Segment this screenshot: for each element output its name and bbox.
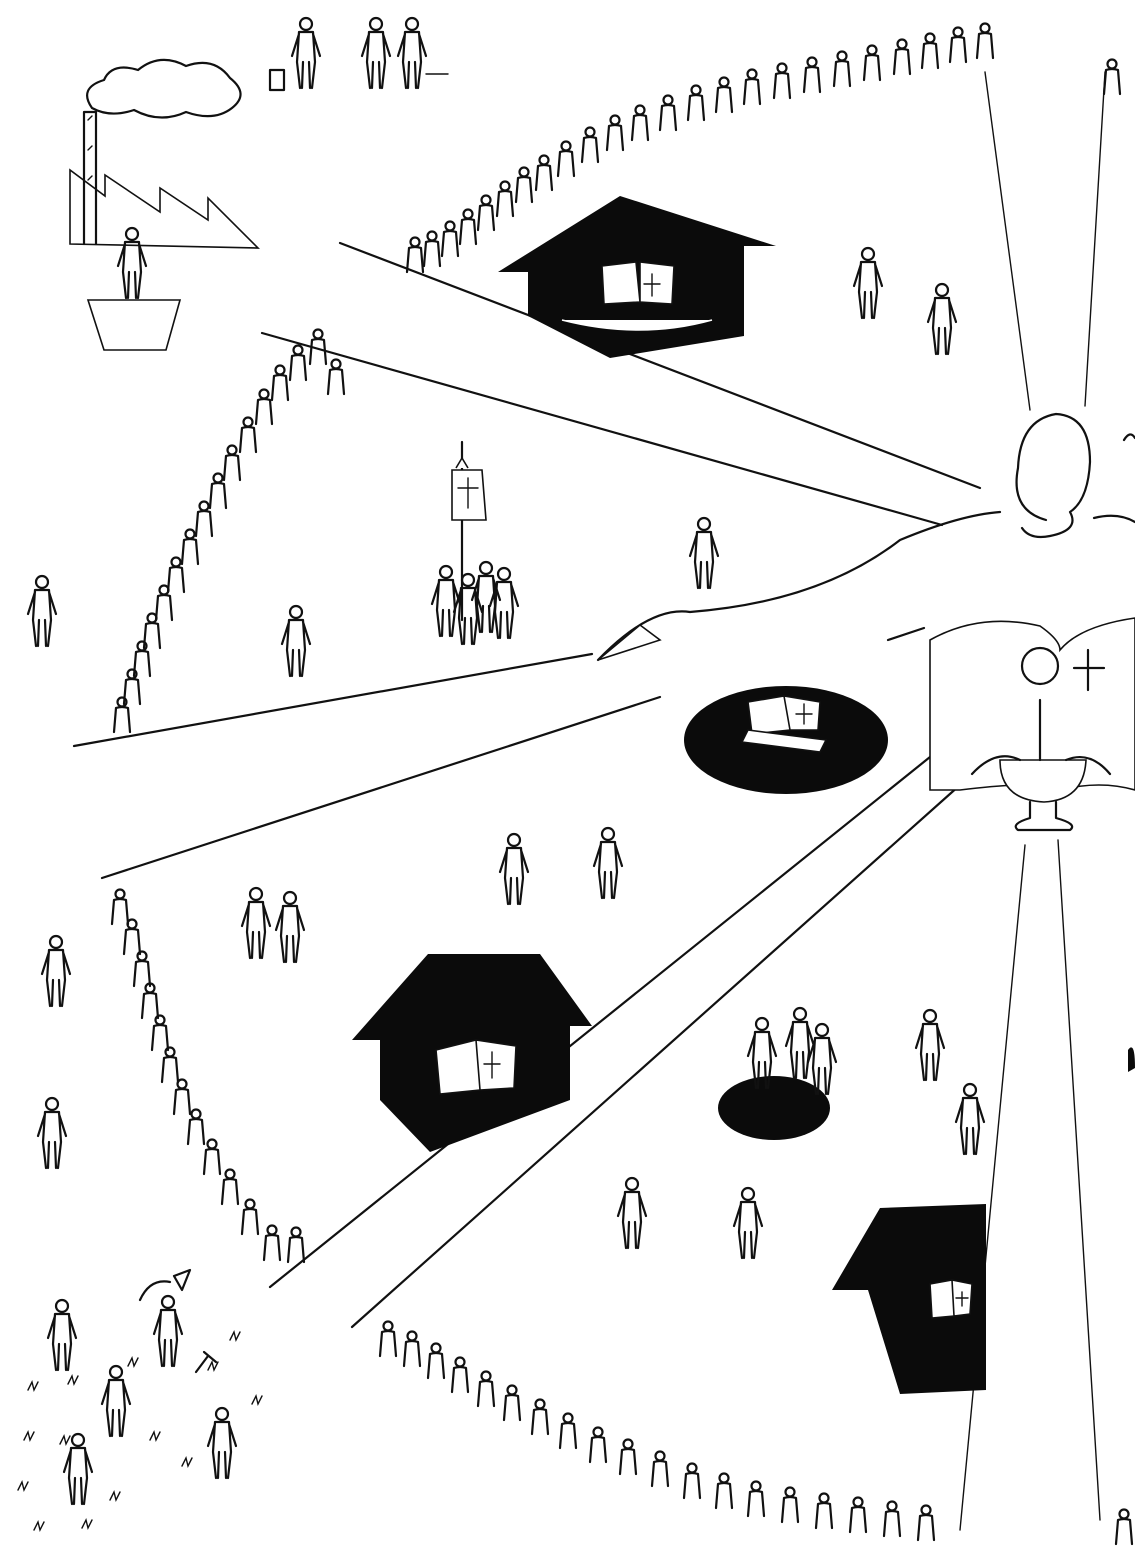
factory-icon [70,60,258,350]
head-icon [1017,414,1135,537]
house-gathering-icon [352,196,986,1394]
edge-figure [1116,1047,1135,1544]
hoe-icon [48,1270,216,1504]
banner-icon [432,442,518,644]
